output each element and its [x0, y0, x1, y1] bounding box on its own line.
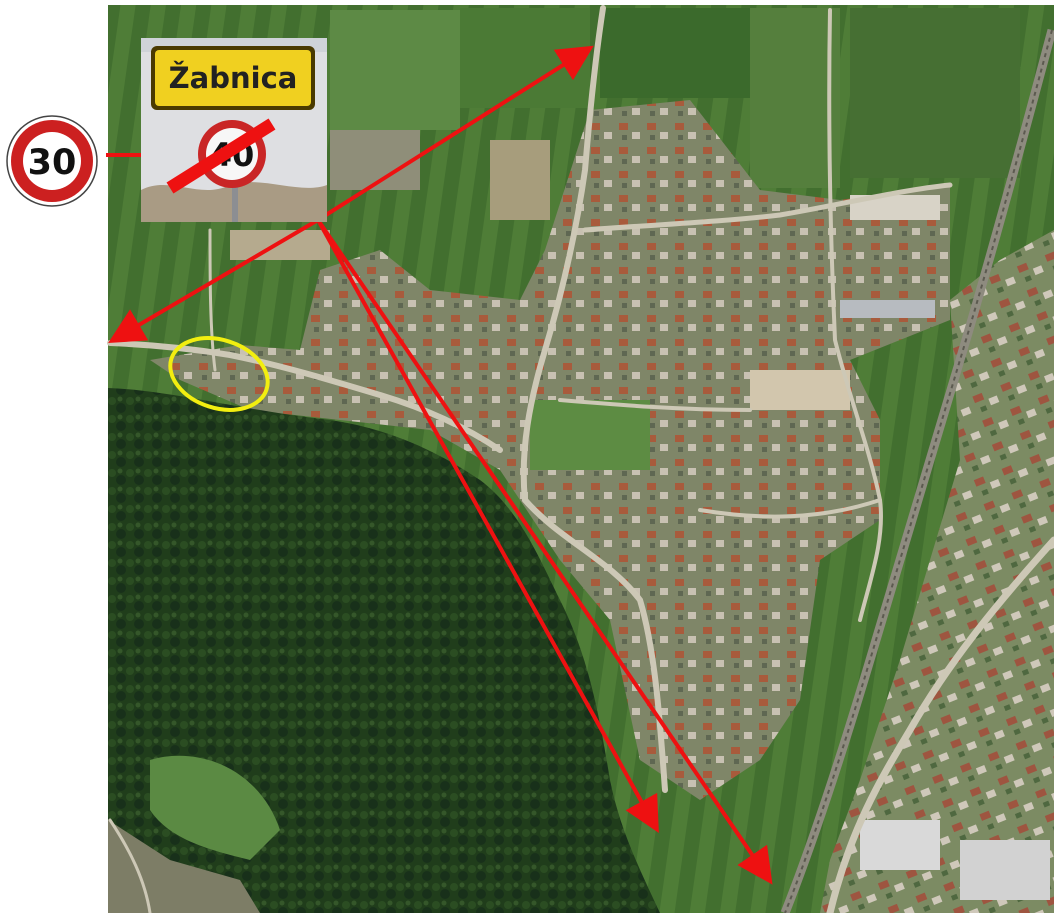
field-patch-bare — [230, 230, 330, 260]
speed-limit-sign: 30 — [6, 115, 98, 207]
track-west — [208, 228, 217, 372]
road-inner — [698, 498, 882, 519]
crossed-out-bar — [166, 118, 276, 194]
field-patch — [750, 8, 840, 188]
field-patch-bare — [490, 140, 550, 220]
arrow-north — [316, 45, 594, 222]
town-sign-plate — [155, 50, 311, 106]
field-patch — [850, 8, 1020, 178]
long-building — [840, 300, 935, 318]
field-patch — [600, 8, 750, 98]
construction-site — [750, 370, 850, 410]
field-patch — [460, 8, 590, 108]
speed-sign-face — [23, 132, 81, 190]
sign-post — [232, 170, 238, 222]
warehouse-roof — [960, 840, 1050, 900]
main-road-west — [107, 340, 503, 453]
warehouse-roof — [860, 820, 940, 870]
road-east-main — [826, 536, 1054, 913]
arrow-southeast — [316, 218, 773, 885]
field-patch-bare — [330, 130, 420, 190]
annotation-arrows — [106, 45, 773, 885]
road-farm — [827, 8, 883, 622]
forest-clearing — [150, 755, 280, 860]
railway-ties — [784, 29, 1053, 913]
main-road-north — [520, 5, 606, 503]
town-sign-photo: Žabnica 40 — [141, 38, 327, 222]
field-patch — [330, 10, 460, 130]
arrow-south — [316, 219, 659, 833]
highlight-ellipse — [168, 336, 270, 412]
road-network — [107, 5, 1054, 913]
road-east — [582, 182, 953, 233]
road-southwest — [108, 818, 152, 913]
main-road-south — [522, 497, 668, 793]
town-sign-name: Žabnica — [169, 61, 298, 95]
residential-area-east — [820, 230, 1054, 913]
speed-limit-text: 30 — [28, 143, 77, 183]
field-patch — [530, 400, 650, 470]
road-inner — [558, 398, 752, 412]
arrow-west — [108, 218, 320, 344]
